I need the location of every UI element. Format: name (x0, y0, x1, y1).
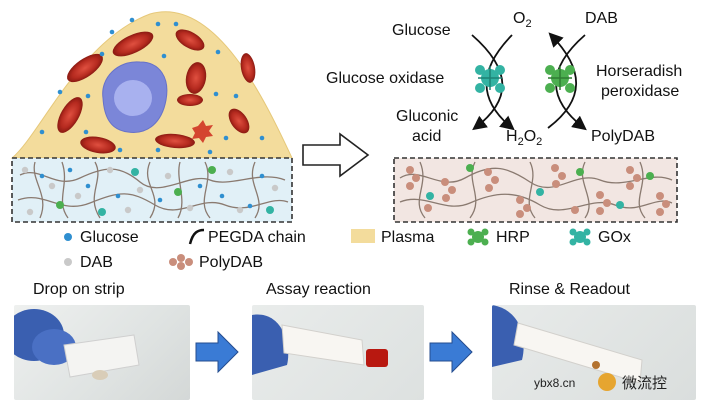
label-h2o2-o: O (523, 128, 537, 145)
arrow-h2o2-to-hrp (547, 32, 578, 129)
label-glucose-oxidase: Glucose oxidase (326, 70, 445, 87)
label-peroxidase: peroxidase (601, 83, 680, 100)
watermark-brand: 微流控 (622, 375, 668, 392)
flow-arrow-2 (429, 330, 473, 374)
photo-rinse-readout (492, 305, 696, 400)
legend-polydab-label: PolyDAB (199, 254, 264, 271)
label-horseradish: Horseradish (596, 63, 683, 80)
legend-glucose-dot (64, 233, 72, 241)
label-o2: O2 (513, 10, 532, 30)
label-glucose: Glucose (392, 22, 451, 39)
label-o2-text: O (513, 10, 526, 27)
photo-rinse-graphic (492, 305, 643, 384)
label-dab: DAB (585, 10, 618, 27)
legend-glucose-label: Glucose (80, 229, 139, 246)
legend-polydab-glyph (169, 254, 193, 270)
watermark-logo-icon (598, 373, 616, 391)
photo-assay-reaction (252, 305, 424, 400)
strip-after-polydab (406, 164, 670, 218)
strip-before-enzymes (56, 166, 274, 216)
step-assay-label: Assay reaction (266, 281, 371, 298)
legend-pegda-label: PEGDA chain (208, 229, 306, 246)
legend-dab-dot (64, 258, 72, 266)
flow-arrow-1 (195, 330, 239, 374)
legend-hrp-label: HRP (496, 229, 530, 246)
platelet (192, 120, 213, 143)
label-h2o2-h: H (506, 128, 518, 145)
label-o2-sub: 2 (525, 18, 532, 31)
watermark-site: ybx8.cn (534, 376, 576, 390)
legend-dab-label: DAB (80, 254, 113, 271)
legend-plasma-swatch (351, 229, 375, 243)
hrp-glyph (545, 65, 575, 93)
legend-gox-label: GOx (598, 229, 631, 246)
strip-before-chains (17, 161, 289, 219)
gox-glyph (475, 65, 505, 93)
strip-before-glucose (39, 167, 265, 209)
red-blood-cells (57, 29, 256, 154)
label-polydab-product: PolyDAB (591, 128, 656, 145)
white-blood-cell (102, 61, 168, 133)
strip-after-enzymes (426, 164, 654, 209)
step-drop-label: Drop on strip (33, 281, 125, 298)
photo-assay-graphic (252, 314, 388, 375)
legend-hrp-glyph (467, 228, 489, 246)
strip-after (393, 157, 678, 223)
legend-plasma-label: Plasma (381, 229, 435, 246)
legend-pegda-glyph (188, 228, 205, 245)
legend-gox-glyph (569, 228, 591, 246)
label-h2o2: H2O2 (506, 128, 542, 148)
step-rinse-label: Rinse & Readout (509, 281, 630, 298)
photo-drop-on-strip (14, 305, 190, 400)
strip-before-dab (21, 166, 279, 216)
transition-arrow (302, 132, 370, 178)
plasma-glucose-dots (39, 17, 265, 155)
label-h2o2-sub2: 2 (536, 136, 543, 149)
label-acid: acid (412, 128, 442, 145)
label-gluconic: Gluconic (396, 108, 459, 125)
photo-drop-graphic (14, 309, 140, 380)
label-h2o2-sub1: 2 (517, 136, 524, 149)
